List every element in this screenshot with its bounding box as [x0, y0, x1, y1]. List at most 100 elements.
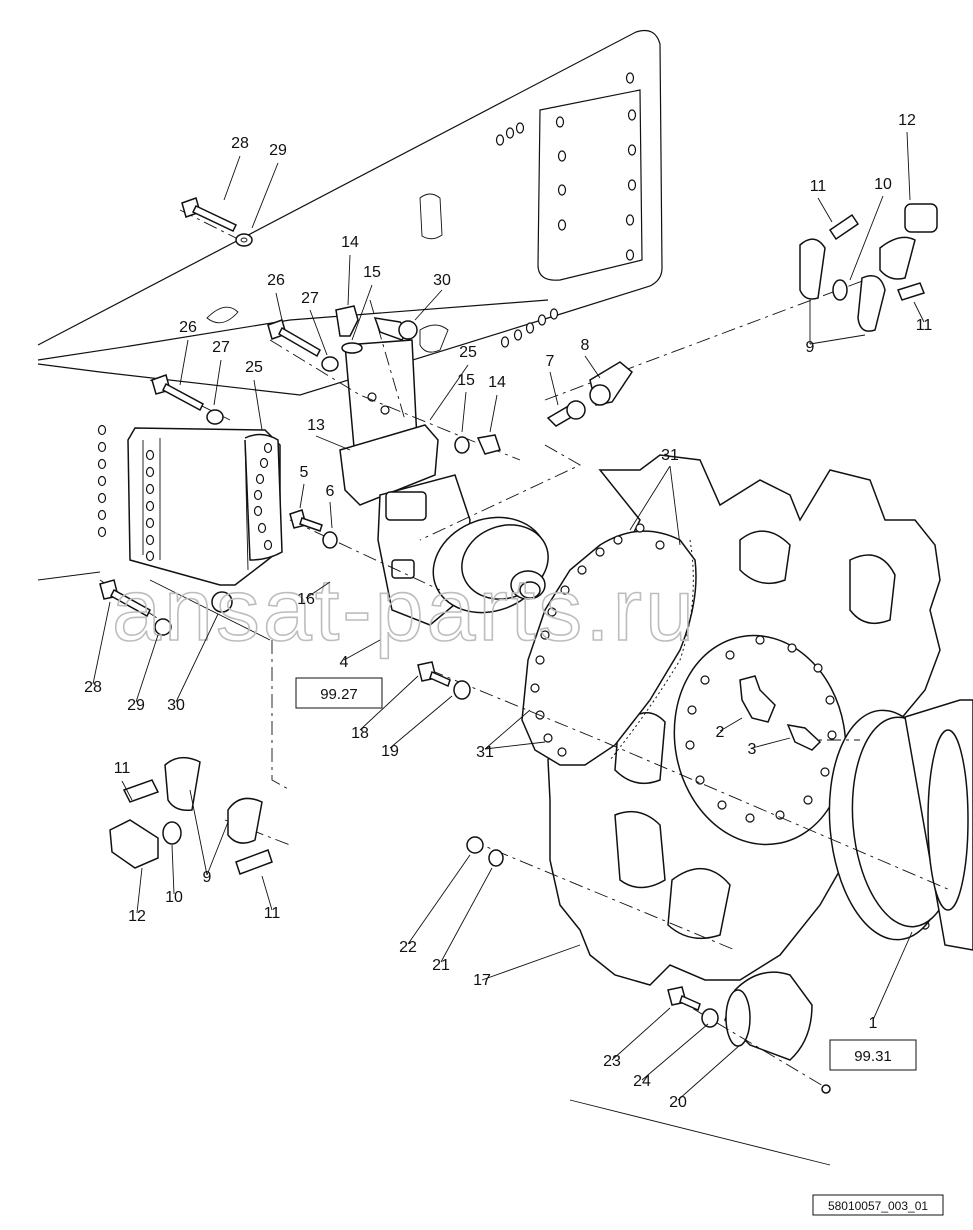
- callout-10: 10: [874, 176, 892, 193]
- hole: [560, 585, 570, 595]
- hole: [259, 457, 269, 469]
- hole: [687, 705, 697, 715]
- hole: [97, 492, 107, 504]
- hole: [97, 509, 107, 521]
- leader-line: [135, 634, 159, 703]
- leader-line: [299, 483, 305, 509]
- callout-12: 12: [128, 908, 146, 925]
- callout-28: 28: [231, 135, 249, 152]
- hole: [145, 517, 155, 529]
- leader-line: [669, 465, 681, 546]
- bolt-28-upper: [181, 197, 238, 232]
- bolt-26-lower: [151, 374, 204, 412]
- callout-25: 25: [459, 344, 477, 361]
- drum-plate: [673, 634, 847, 846]
- washer-21: [488, 849, 504, 867]
- hole: [627, 109, 637, 121]
- frame-holes: [495, 72, 637, 348]
- hole: [725, 650, 735, 660]
- leader-line: [305, 581, 331, 599]
- hole: [145, 483, 155, 495]
- hole: [145, 550, 155, 562]
- hole: [745, 813, 755, 823]
- hole: [577, 565, 587, 575]
- hole: [717, 800, 727, 810]
- callout-11: 11: [810, 178, 827, 195]
- reference-box-99-27: 99.27: [295, 677, 383, 709]
- motor-bracket: [339, 339, 439, 506]
- leader-line: [489, 394, 498, 433]
- bracket-holes: [97, 424, 273, 562]
- elbow-8: [589, 361, 633, 406]
- hole: [557, 184, 567, 196]
- callout-29: 29: [127, 697, 145, 714]
- leader-line: [719, 717, 743, 732]
- hole: [625, 249, 635, 261]
- hole: [820, 767, 830, 777]
- bolt-26-upper: [267, 319, 321, 358]
- callout-9: 9: [203, 869, 212, 886]
- hub-cover: [724, 971, 813, 1061]
- leader-line: [136, 867, 143, 914]
- leader-line: [179, 339, 189, 386]
- leader-line: [429, 364, 469, 421]
- hole: [535, 655, 545, 665]
- hole: [557, 150, 567, 162]
- callout-15: 15: [457, 372, 475, 389]
- callout-27: 27: [212, 339, 230, 356]
- callout-24: 24: [633, 1073, 651, 1090]
- fitting-7: [546, 400, 586, 427]
- hole: [555, 116, 565, 128]
- reference-box-label: 99.31: [854, 1048, 892, 1065]
- callout-6: 6: [326, 483, 335, 500]
- hole: [557, 747, 567, 757]
- leader-line: [641, 1023, 709, 1081]
- hole: [543, 733, 553, 743]
- hole: [500, 336, 510, 348]
- leader-lines: [92, 131, 925, 1101]
- hole: [625, 214, 635, 226]
- hole: [145, 500, 155, 512]
- callout-5: 5: [300, 464, 309, 481]
- hole: [695, 775, 705, 785]
- hole: [253, 505, 263, 517]
- hole: [263, 539, 273, 551]
- callout-27: 27: [301, 290, 319, 307]
- nut-30-upper: [373, 317, 418, 341]
- hole: [253, 489, 263, 501]
- hole: [257, 522, 267, 534]
- leader-line: [549, 371, 559, 406]
- callout-17: 17: [473, 972, 491, 989]
- leader-line: [849, 195, 884, 281]
- leader-line: [213, 359, 222, 406]
- hole: [530, 683, 540, 693]
- leader-line: [872, 931, 913, 1021]
- washer-27-lower: [206, 409, 224, 425]
- callout-31: 31: [476, 744, 494, 761]
- callout-16: 16: [297, 591, 315, 608]
- hole: [97, 424, 107, 436]
- callout-13: 13: [307, 417, 325, 434]
- washer-6: [322, 531, 338, 549]
- reference-box-99-31: 99.31: [829, 1039, 917, 1071]
- hole: [655, 540, 665, 550]
- flange-upper: [799, 203, 938, 332]
- bolt-14-upper: [335, 305, 359, 337]
- leader-line: [481, 944, 581, 981]
- leader-line: [484, 709, 531, 750]
- bolt-5: [289, 509, 323, 532]
- callout-19: 19: [381, 743, 399, 760]
- hole: [513, 329, 523, 341]
- hole: [627, 179, 637, 191]
- washer-27-upper: [321, 356, 339, 372]
- washer-24: [701, 1008, 719, 1028]
- nut-22: [466, 836, 484, 854]
- callout-9: 9: [806, 339, 815, 356]
- washer-15-lower: [454, 436, 470, 454]
- reference-box-label: 99.27: [320, 686, 358, 703]
- hole: [255, 473, 265, 485]
- leader-line: [414, 289, 443, 321]
- leader-line: [206, 821, 229, 876]
- hole: [145, 466, 155, 478]
